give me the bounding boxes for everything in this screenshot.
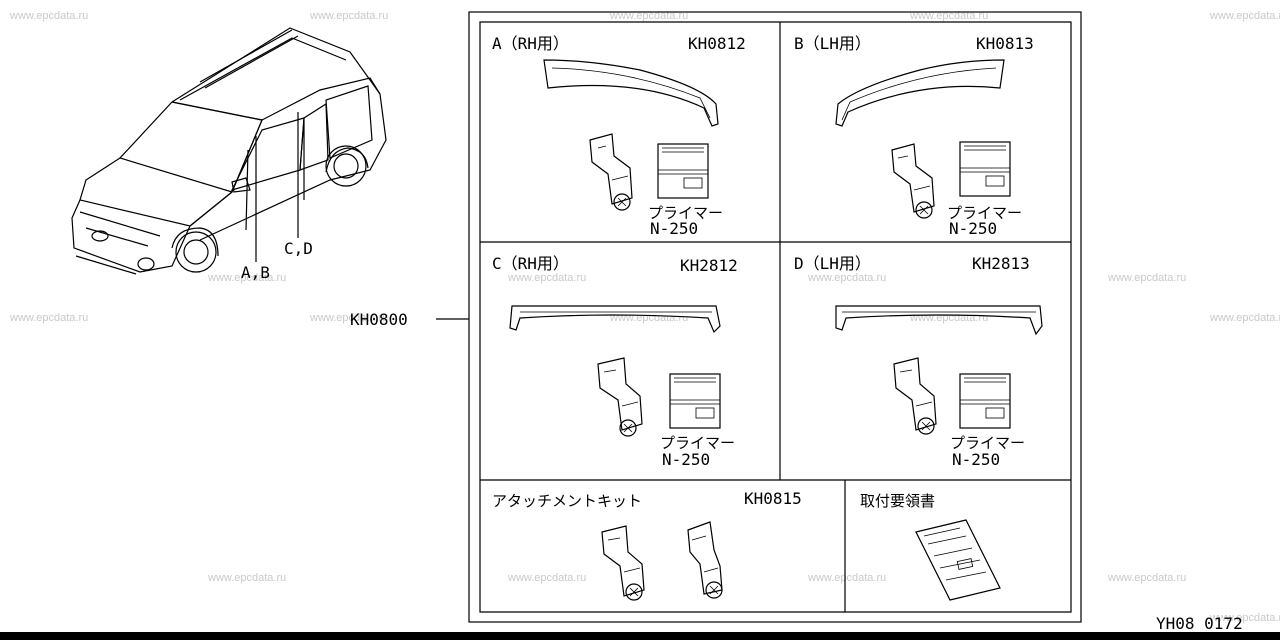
- clip-d: [893, 357, 937, 435]
- panel-b-part-number: KH0813: [976, 34, 1034, 53]
- panel-a-primer-code: N-250: [650, 219, 699, 238]
- clip-a: [589, 133, 633, 211]
- panel-c-title: C（RH用）: [492, 254, 569, 273]
- watermark: www.epcdata.ru: [808, 572, 887, 584]
- watermark: www.epcdata.ru: [310, 312, 389, 324]
- watermark: www.epcdata.ru: [10, 10, 89, 22]
- clip-c: [597, 357, 643, 437]
- watermark: www.epcdata.ru: [1108, 272, 1187, 284]
- callout-ab-label: A,B: [241, 263, 270, 282]
- diagram-code: YH08 0172: [1156, 614, 1243, 633]
- watermark: www.epcdata.ru: [508, 572, 587, 584]
- watermark: www.epcdata.ru: [1210, 10, 1280, 22]
- primer-pad-c: [669, 373, 721, 429]
- panel-d-primer-code: N-250: [952, 450, 1001, 469]
- panel-a-part-number: KH0812: [688, 34, 746, 53]
- watermark: www.epcdata.ru: [310, 10, 389, 22]
- watermark: www.epcdata.ru: [208, 272, 287, 284]
- visor-lh-front-part: [835, 59, 1005, 127]
- vehicle-illustration: [71, 27, 387, 275]
- watermark: www.epcdata.ru: [508, 272, 587, 284]
- visor-rh-front-part: [543, 59, 719, 127]
- panel-c-primer-code: N-250: [662, 450, 711, 469]
- panel-d-title: D（LH用）: [794, 254, 871, 273]
- panel-d-part-number: KH2813: [972, 254, 1030, 273]
- panel-a-title: A（RH用）: [492, 34, 569, 53]
- panel-b-title: B（LH用）: [794, 34, 871, 53]
- primer-pad-a: [657, 143, 709, 199]
- assembly-part-number: KH0800: [350, 310, 408, 329]
- instruction-manual-booklet: [915, 519, 1001, 601]
- panel-a-primer-label: プライマー: [648, 204, 724, 222]
- watermark: www.epcdata.ru: [1210, 312, 1280, 324]
- watermark: www.epcdata.ru: [10, 312, 89, 324]
- watermark: www.epcdata.ru: [610, 10, 689, 22]
- clip-b: [891, 143, 935, 219]
- parts-frame: [468, 11, 1082, 623]
- watermark: www.epcdata.ru: [808, 272, 887, 284]
- callout-cd-label: C,D: [284, 239, 313, 258]
- visor-lh-rear-part: [835, 305, 1043, 336]
- primer-pad-d: [959, 373, 1011, 429]
- manual-title: 取付要領書: [860, 492, 936, 510]
- bottom-border: [0, 632, 1280, 640]
- visor-rh-rear-part: [509, 305, 721, 334]
- attachment-kit-clips: [601, 521, 723, 601]
- watermark: www.epcdata.ru: [910, 10, 989, 22]
- panel-b-primer-label: プライマー: [947, 204, 1023, 222]
- primer-pad-b: [959, 141, 1011, 197]
- watermark: www.epcdata.ru: [1108, 572, 1187, 584]
- watermark: www.epcdata.ru: [1210, 612, 1280, 624]
- kit-title: アタッチメントキット: [492, 492, 643, 510]
- panel-c-part-number: KH2812: [680, 256, 738, 275]
- panel-c-primer-label: プライマー: [660, 434, 736, 452]
- kit-part-number: KH0815: [744, 489, 802, 508]
- watermark: www.epcdata.ru: [208, 572, 287, 584]
- panel-d-primer-label: プライマー: [950, 434, 1026, 452]
- panel-b-primer-code: N-250: [949, 219, 998, 238]
